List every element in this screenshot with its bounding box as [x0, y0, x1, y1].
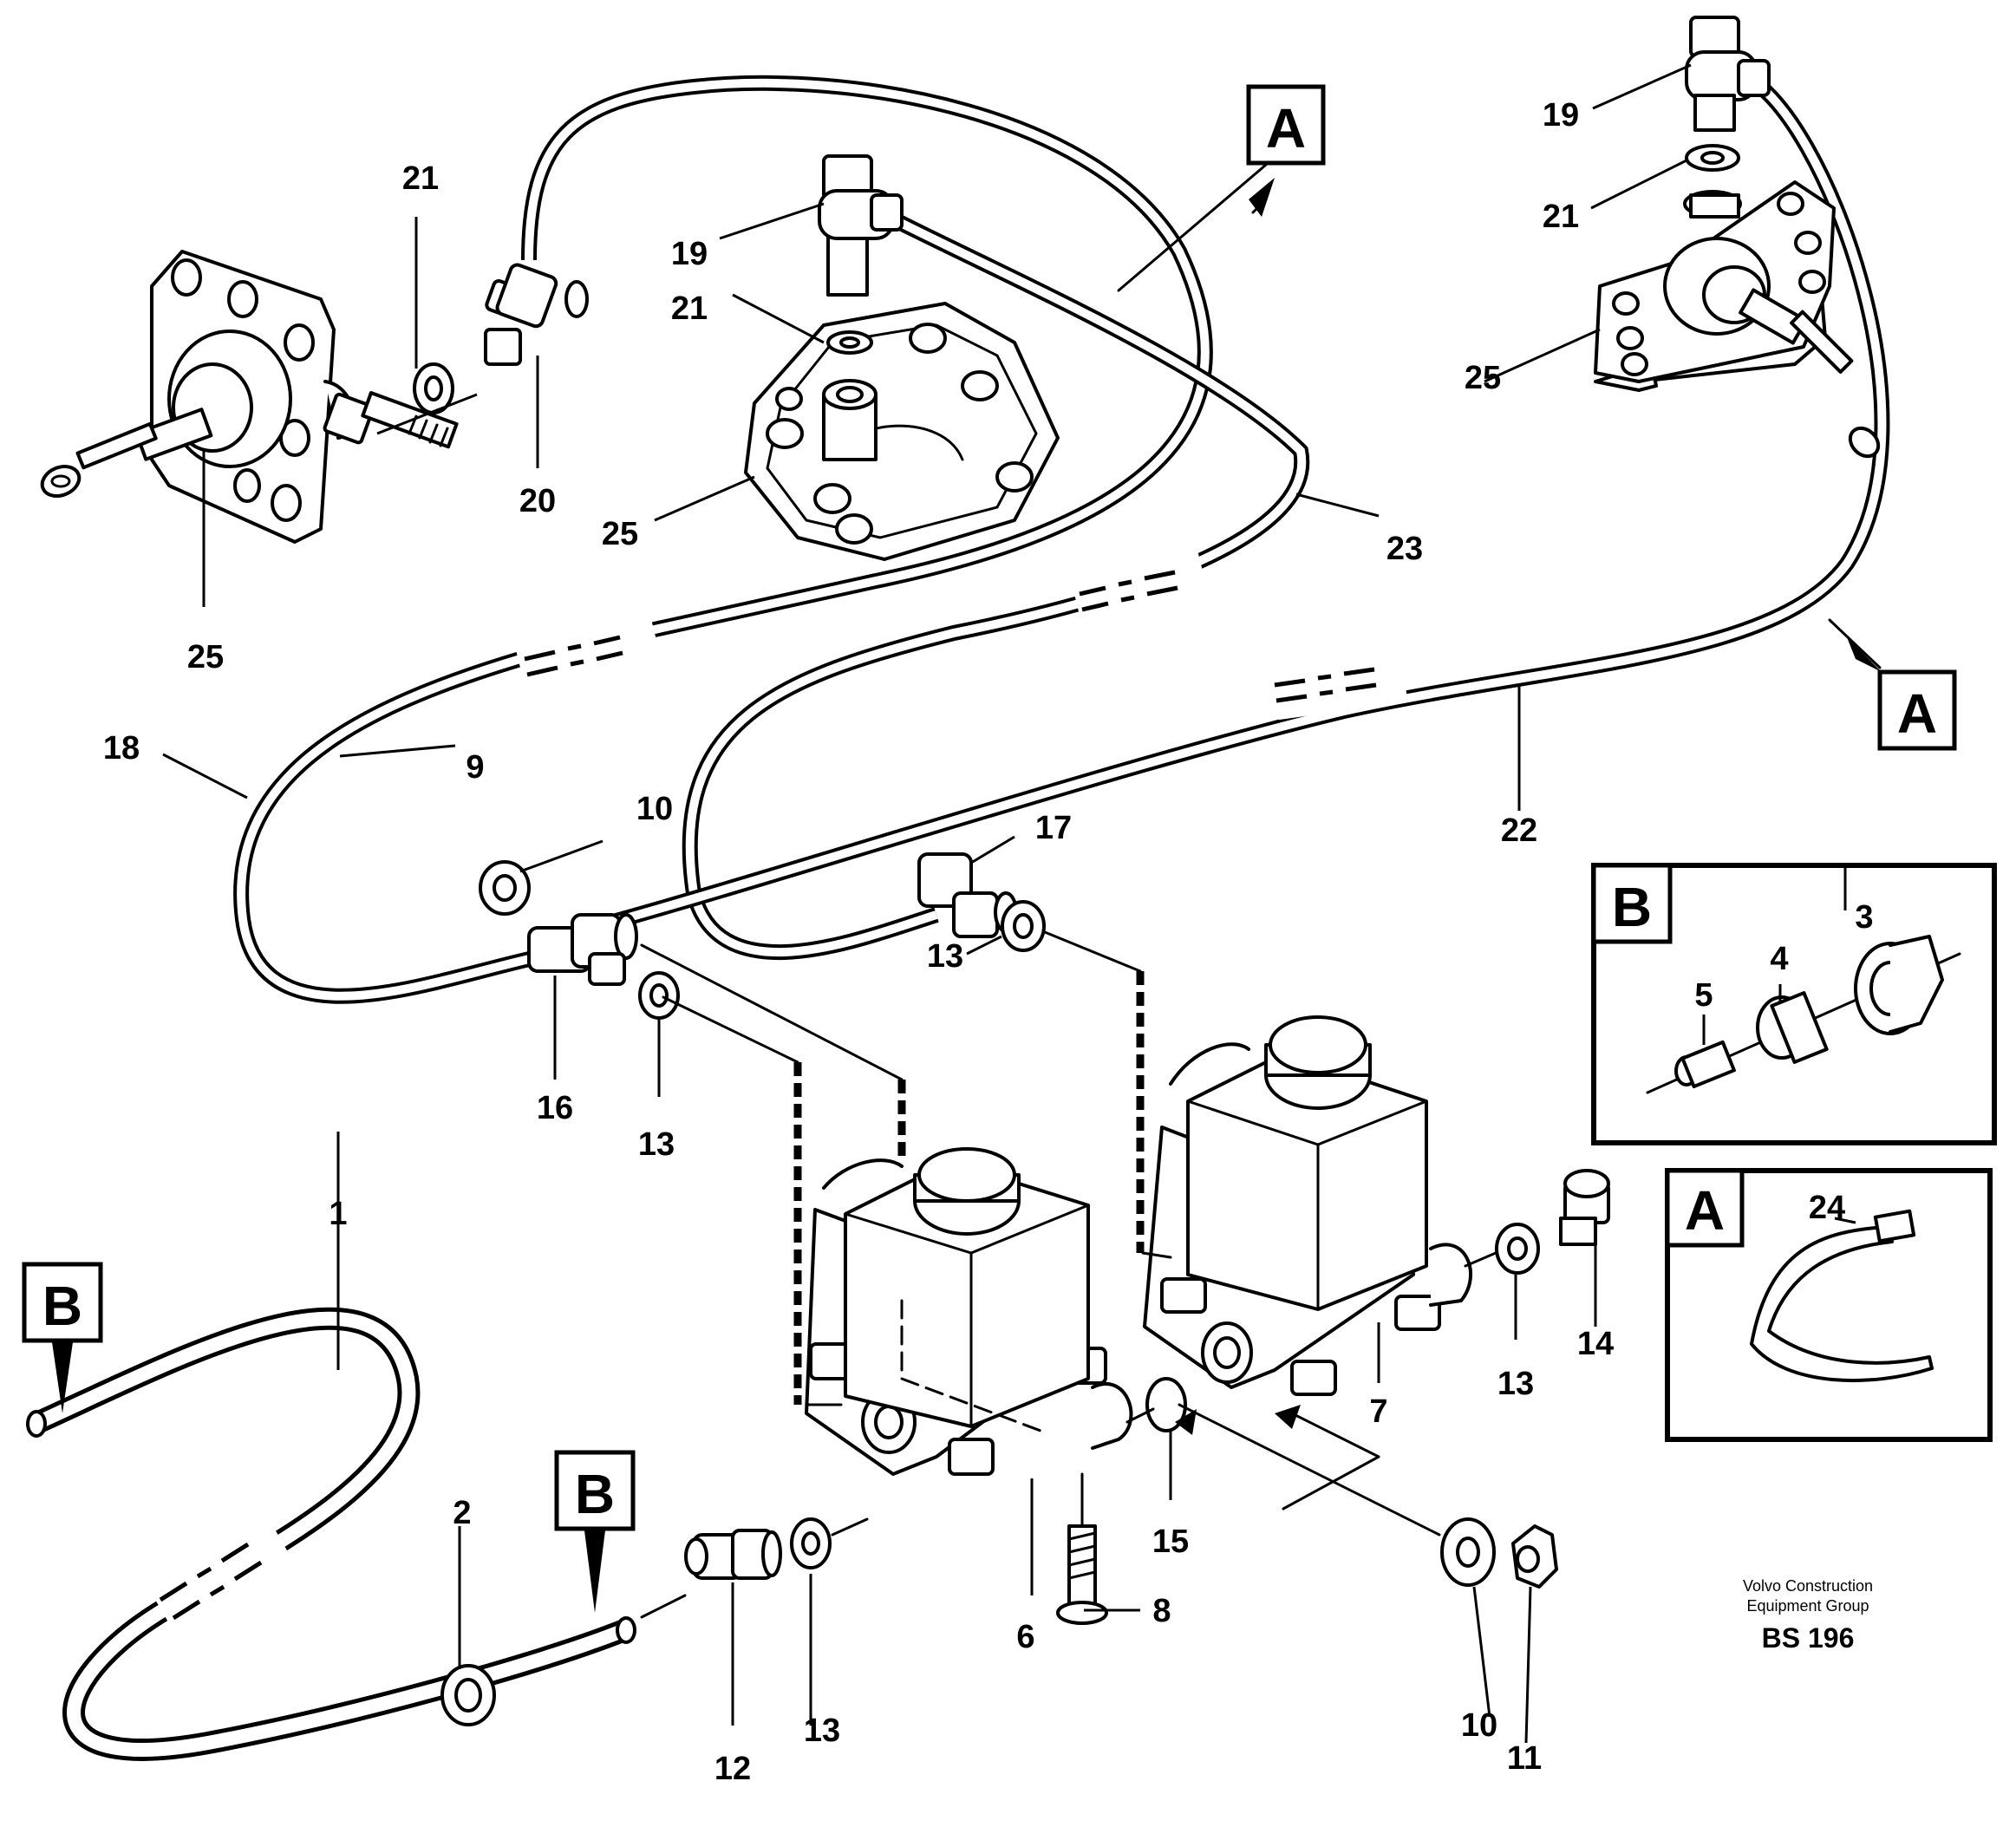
- callout-14: 14: [1577, 1326, 1614, 1362]
- callout-23: 23: [1386, 531, 1423, 567]
- plug-14: [1559, 1169, 1610, 1246]
- callout-21-middle: 21: [671, 290, 708, 327]
- hose-23: [682, 201, 1310, 960]
- credit-line-1: Volvo Construction: [1743, 1577, 1873, 1595]
- detail-box-b: B: [1591, 863, 1997, 1145]
- callout-1: 1: [329, 1196, 347, 1232]
- cover-plate-middle: [744, 302, 1060, 561]
- detail-box-a-label: A: [1685, 1179, 1725, 1242]
- brake-chamber-right: [1594, 180, 1881, 459]
- callout-7: 7: [1369, 1393, 1387, 1430]
- hose-18: [233, 75, 1213, 1004]
- leader-lines: [162, 63, 1856, 1744]
- callout-24: 24: [1809, 1190, 1845, 1226]
- callout-15: 15: [1152, 1524, 1189, 1560]
- callout-19-right: 19: [1543, 97, 1579, 134]
- detail-box-b-label: B: [1612, 876, 1652, 938]
- brake-chamber-left: [40, 250, 356, 544]
- callout-13-bottom: 13: [804, 1713, 840, 1749]
- assembly-dashed-lines: [640, 930, 1172, 1406]
- ref-b-mid: B: [554, 1450, 636, 1613]
- assembly-arrows: [1175, 1403, 1441, 1537]
- nut-11: [1511, 1524, 1558, 1589]
- fitting-12: [684, 1529, 782, 1580]
- callout-9: 9: [466, 749, 484, 786]
- callout-19-middle: 19: [671, 236, 708, 272]
- callout-25-middle: 25: [602, 516, 638, 552]
- ref-a-top: A: [1117, 84, 1326, 292]
- callout-13-right: 13: [1497, 1366, 1534, 1402]
- ref-a-right: A: [1828, 618, 1957, 751]
- banjo-bolt-19-middle: [818, 154, 904, 297]
- callout-11: 11: [1507, 1740, 1542, 1777]
- callout-21-left: 21: [402, 160, 439, 197]
- callout-25-left: 25: [187, 639, 224, 675]
- solenoid-valve-6: [805, 1147, 1133, 1476]
- callout-21-right: 21: [1543, 199, 1579, 235]
- diagram-code: BS 196: [1762, 1622, 1855, 1654]
- callout-2: 2: [453, 1495, 471, 1531]
- hose-1: [26, 1307, 636, 1761]
- callout-3: 3: [1855, 899, 1873, 936]
- svg-text:A: A: [1897, 682, 1937, 745]
- callout-16: 16: [537, 1090, 573, 1126]
- tee-fitting-16: [527, 913, 638, 986]
- callout-25-right: 25: [1465, 360, 1501, 396]
- callout-13-center: 13: [927, 938, 963, 975]
- callout-4: 4: [1770, 941, 1788, 977]
- callout-17: 17: [1035, 810, 1072, 846]
- callout-6: 6: [1016, 1619, 1034, 1655]
- banjo-bolt-19-right: [1685, 16, 1771, 132]
- detail-box-a: A: [1665, 1168, 1993, 1442]
- credit-block: Volvo Construction Equipment Group BS 19…: [1743, 1577, 1873, 1654]
- o-ring-15: [1145, 1377, 1187, 1432]
- credit-line-2: Equipment Group: [1746, 1597, 1869, 1615]
- callout-20: 20: [519, 483, 556, 519]
- callout-10-top: 10: [636, 791, 673, 827]
- solenoid-valve-7: [1143, 1015, 1472, 1396]
- callout-8: 8: [1152, 1593, 1171, 1629]
- svg-text:B: B: [42, 1275, 82, 1337]
- callout-22: 22: [1501, 812, 1537, 849]
- svg-text:A: A: [1266, 97, 1306, 160]
- callout-12: 12: [714, 1751, 751, 1787]
- hose-22: [604, 70, 1890, 931]
- callout-numbers: 1 2 3 4 5 6 7 8 9 10 10 11 12 13 13 13 1…: [103, 97, 1874, 1787]
- svg-text:B: B: [575, 1463, 615, 1525]
- callout-5: 5: [1694, 977, 1713, 1014]
- elbow-fitting-20: [484, 263, 589, 366]
- callout-18: 18: [103, 730, 140, 767]
- callout-13-left: 13: [638, 1126, 675, 1163]
- ref-b-left: B: [22, 1262, 103, 1413]
- callout-10-bottom: 10: [1461, 1707, 1497, 1744]
- cable-tie-24: [1750, 1209, 1934, 1382]
- bolt-8: [1056, 1524, 1108, 1625]
